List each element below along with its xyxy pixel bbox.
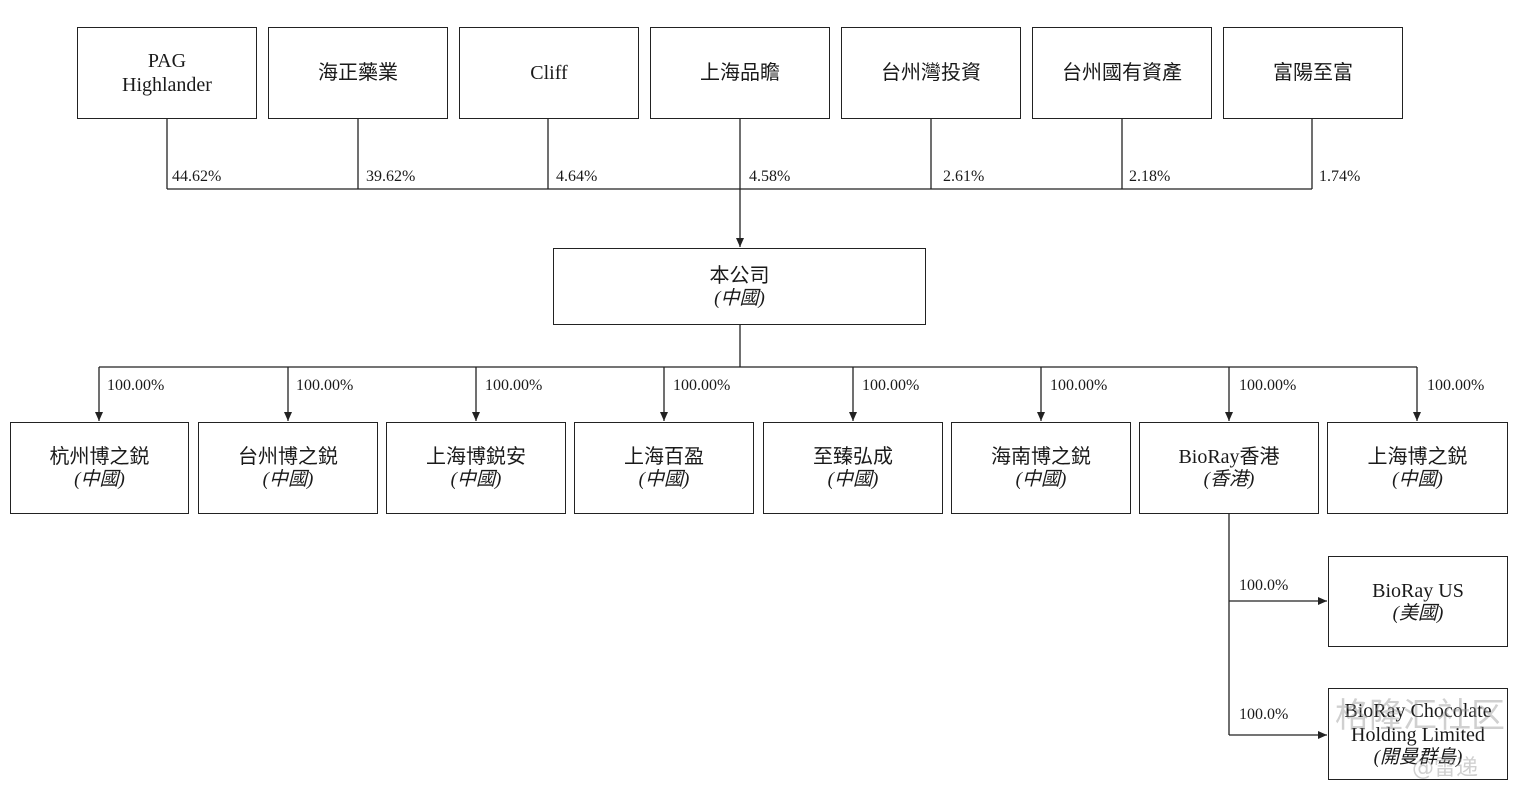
subsidiary-name: 上海百盈 [624, 446, 704, 468]
subsidiary-name: 台州博之鋭 [238, 446, 338, 468]
shareholder-box: 海正藥業 [268, 27, 448, 119]
watermark-text: @雷递 [1412, 756, 1479, 781]
subsidiary-box: 海南博之鋭 (中國) [951, 422, 1131, 514]
sub-subsidiary-location: (美國) [1392, 602, 1444, 624]
subsidiary-name: 上海博鋭安 [426, 446, 526, 468]
subsidiary-box: 台州博之鋭 (中國) [198, 422, 378, 514]
subsidiary-box: 上海博鋭安 (中國) [386, 422, 566, 514]
subsidiary-name: 上海博之鋭 [1367, 446, 1468, 468]
subsidiary-box: BioRay香港 (香港) [1139, 422, 1319, 514]
sub-subsidiary-location: (開曼群島) [1373, 747, 1463, 768]
watermark-text: 格隆汇社区 [1335, 696, 1505, 736]
shareholder-box: PAG Highlander [77, 27, 257, 119]
shareholder-box: 富陽至富 [1223, 27, 1403, 119]
subsidiary-name: 至臻弘成 [813, 446, 893, 468]
company-name: 本公司 [709, 264, 770, 287]
ownership-percentage: 100.0% [1239, 577, 1289, 594]
subsidiary-name: 杭州博之鋭 [49, 446, 150, 468]
subsidiary-name: BioRay香港 [1178, 446, 1280, 468]
subsidiary-location: (中國) [262, 469, 314, 490]
ownership-percentage: 2.61% [943, 168, 985, 185]
ownership-percentage: 100.00% [1239, 377, 1297, 394]
shareholder-name: 台州灣投資 [881, 62, 981, 84]
shareholder-name: 上海品瞻 [700, 62, 780, 84]
subsidiary-location: (中國) [1392, 469, 1443, 490]
shareholder-name: Cliff [530, 62, 568, 84]
ownership-percentage: 100.00% [296, 377, 354, 394]
company-box: 本公司 (中國) [553, 248, 926, 325]
subsidiary-location: (中國) [827, 469, 879, 490]
ownership-percentage: 100.00% [485, 377, 543, 394]
ownership-percentage: 39.62% [366, 168, 416, 185]
subsidiary-location: (中國) [74, 469, 125, 490]
subsidiary-box: 杭州博之鋭 (中國) [10, 422, 189, 514]
ownership-percentage: 100.00% [862, 377, 920, 394]
shareholder-box: 上海品瞻 [650, 27, 830, 119]
ownership-percentage: 100.0% [1239, 706, 1289, 723]
ownership-percentage: 100.00% [1427, 377, 1485, 394]
shareholder-name: PAG Highlander [122, 50, 212, 96]
shareholder-box: 台州灣投資 [841, 27, 1021, 119]
shareholder-box: Cliff [459, 27, 639, 119]
ownership-percentage: 100.00% [673, 377, 731, 394]
company-location: (中國) [714, 287, 765, 309]
ownership-percentage: 4.58% [749, 168, 791, 185]
ownership-percentage: 4.64% [556, 168, 598, 185]
ownership-percentage: 2.18% [1129, 168, 1171, 185]
ownership-percentage: 44.62% [172, 168, 222, 185]
subsidiary-box: 上海博之鋭 (中國) [1327, 422, 1508, 514]
subsidiary-location: (中國) [638, 469, 690, 490]
sub-subsidiary-name: BioRay US [1372, 579, 1464, 602]
subsidiary-box: 至臻弘成 (中國) [763, 422, 943, 514]
sub-subsidiary-box: BioRay US (美國) [1328, 556, 1508, 647]
sub-subsidiary-name: BioRay Chocolate Holding Limited [1344, 700, 1492, 746]
subsidiary-box: 上海百盈 (中國) [574, 422, 754, 514]
shareholder-name: 富陽至富 [1273, 62, 1353, 84]
shareholder-name: 海正藥業 [318, 62, 398, 84]
sub-subsidiary-box: BioRay Chocolate Holding Limited (開曼群島) [1328, 688, 1508, 780]
subsidiary-location: (中國) [450, 469, 502, 490]
ownership-percentage: 100.00% [1050, 377, 1108, 394]
ownership-percentage: 1.74% [1319, 168, 1361, 185]
subsidiary-location: (香港) [1203, 469, 1255, 490]
shareholder-name: 台州國有資產 [1062, 62, 1182, 84]
ownership-percentage: 100.00% [107, 377, 165, 394]
subsidiary-name: 海南博之鋭 [991, 446, 1091, 468]
shareholder-box: 台州國有資產 [1032, 27, 1212, 119]
subsidiary-location: (中國) [1015, 469, 1067, 490]
